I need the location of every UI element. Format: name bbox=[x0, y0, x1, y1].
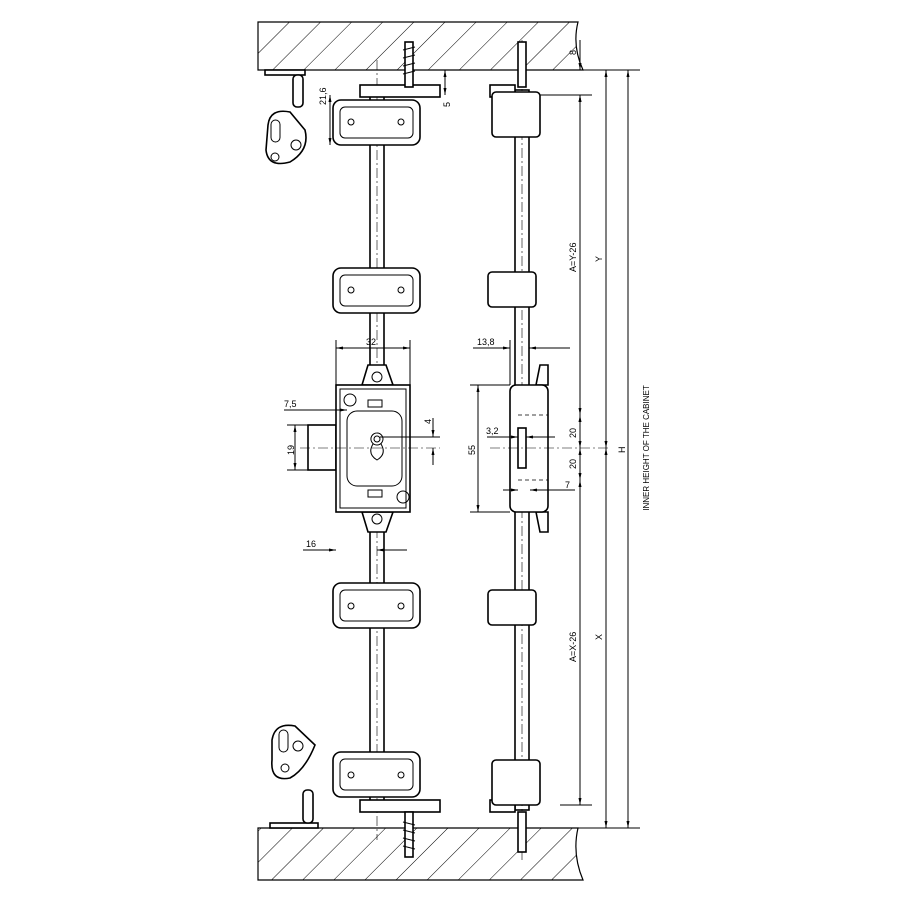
bottom-cam-plate bbox=[271, 724, 316, 780]
dim-20-upper: 20 bbox=[568, 428, 578, 438]
dim-8: 8 bbox=[568, 50, 578, 55]
dimension-lines bbox=[284, 40, 640, 829]
dim-h: H bbox=[617, 447, 627, 454]
bottom-cabinet-panel bbox=[257, 827, 584, 881]
top-cam-plate bbox=[265, 110, 307, 165]
dim-16: 16 bbox=[306, 539, 316, 549]
dim-19: 19 bbox=[286, 445, 296, 455]
dim-55: 55 bbox=[467, 445, 477, 455]
bottom-strike-pin bbox=[269, 789, 319, 829]
dim-5: 5 bbox=[442, 102, 452, 107]
dim-7: 7 bbox=[565, 480, 570, 490]
dim-7-5: 7,5 bbox=[284, 399, 297, 409]
top-cabinet-panel bbox=[257, 21, 584, 71]
dim-13-8: 13,8 bbox=[477, 337, 495, 347]
dim-a-x-26: A=X-26 bbox=[568, 632, 578, 662]
dim-x: X bbox=[594, 634, 604, 640]
dim-3-2: 3,2 bbox=[486, 426, 499, 436]
lock-body-front bbox=[300, 364, 440, 533]
dim-a-y-26: A=Y-26 bbox=[568, 243, 578, 272]
top-strike-pin bbox=[264, 69, 306, 108]
dim-y: Y bbox=[594, 256, 604, 262]
inner-height-label: INNER HEIGHT OF THE CABINET bbox=[642, 385, 651, 511]
dim-32: 32 bbox=[366, 337, 376, 347]
dim-20-lower: 20 bbox=[568, 459, 578, 469]
left-guide-brackets bbox=[332, 99, 421, 798]
lock-body-side bbox=[490, 364, 610, 533]
dim-4: 4 bbox=[423, 419, 433, 424]
dim-21-6: 21,6 bbox=[318, 87, 328, 105]
